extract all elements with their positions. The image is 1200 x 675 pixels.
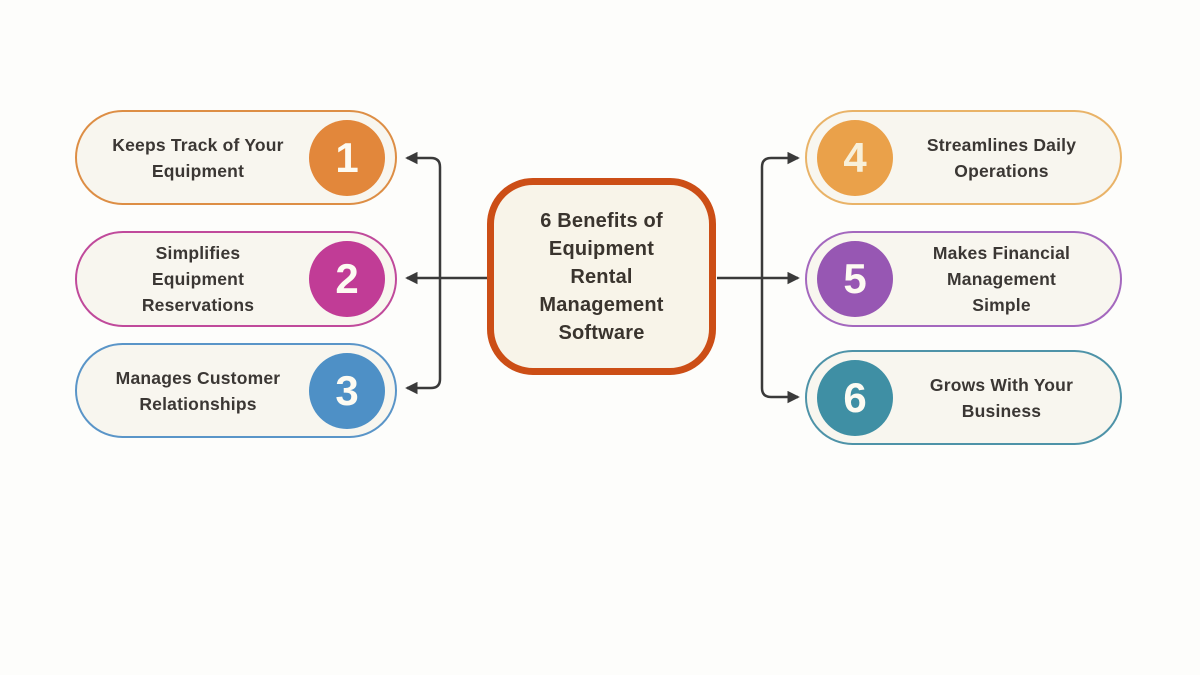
benefit-number-badge-1: 1 [309, 119, 385, 196]
center-title-box: 6 Benefits of Equipment Rental Managemen… [487, 178, 716, 375]
benefit-pill-5: 5 Makes Financial Management Simple [805, 231, 1122, 327]
benefit-pill-2: Simplifies Equipment Reservations 2 [75, 231, 397, 327]
benefit-label-1: Keeps Track of Your Equipment [112, 134, 284, 181]
benefit-pill-4: 4 Streamlines Daily Operations [805, 110, 1122, 205]
benefit-number-badge-3: 3 [309, 352, 385, 429]
benefit-pill-3: Manages Customer Relationships 3 [75, 343, 397, 438]
benefit-label-3: Manages Customer Relationships [115, 367, 281, 414]
benefit-label-4: Streamlines Daily Operations [926, 134, 1077, 181]
benefit-label-2: Simplifies Equipment Reservations [141, 243, 255, 315]
benefit-number-badge-2: 2 [309, 241, 385, 317]
benefit-number-badge-6: 6 [817, 359, 893, 436]
benefit-label-6: Grows With Your Business [929, 374, 1074, 421]
benefit-pill-1: Keeps Track of Your Equipment 1 [75, 110, 397, 205]
connector-to-benefit-4 [760, 151, 800, 278]
diagram-title: 6 Benefits of Equipment Rental Managemen… [539, 209, 664, 344]
benefit-number-badge-5: 5 [817, 241, 893, 317]
connector-to-benefit-6 [760, 278, 800, 404]
benefit-label-5: Makes Financial Management Simple [932, 243, 1071, 315]
benefit-number-badge-4: 4 [817, 119, 893, 196]
benefit-pill-6: 6 Grows With Your Business [805, 350, 1122, 445]
connector-to-benefit-1 [405, 151, 442, 278]
connector-to-benefit-3 [405, 278, 442, 395]
